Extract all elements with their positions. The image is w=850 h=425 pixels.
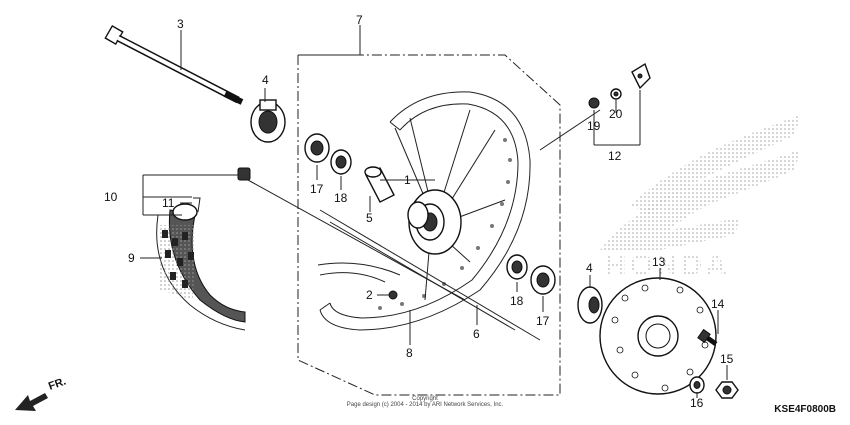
tire bbox=[156, 209, 246, 331]
front-direction-arrow: FR. bbox=[15, 375, 68, 411]
callout-15: 15 bbox=[720, 352, 734, 366]
dust-seal-right bbox=[530, 265, 556, 295]
axle-nut bbox=[715, 381, 739, 399]
callout-17-right: 17 bbox=[536, 314, 550, 328]
inner-tube bbox=[172, 197, 201, 221]
diagram-code: KSE4F0800B bbox=[774, 404, 836, 415]
bearing-left bbox=[330, 149, 352, 175]
callout-9: 9 bbox=[128, 251, 135, 265]
copyright-line-2: Page design (c) 2004 - 2014 by ARI Netwo… bbox=[346, 402, 504, 408]
speed-sensor-collar bbox=[588, 97, 600, 109]
callout-4-right: 4 bbox=[586, 261, 593, 275]
front-hub bbox=[394, 109, 506, 301]
callout-16: 16 bbox=[690, 396, 704, 410]
callout-3: 3 bbox=[177, 17, 184, 31]
side-collar-right bbox=[577, 286, 603, 324]
copyright-line-1: Copyright bbox=[412, 396, 438, 402]
honda-wing-logo: HONDA bbox=[600, 115, 800, 282]
callout-20: 20 bbox=[609, 107, 623, 121]
bearing-right bbox=[506, 254, 528, 280]
speed-sensor-bracket bbox=[631, 62, 651, 90]
dust-seal-left bbox=[304, 133, 330, 163]
callout-4-left: 4 bbox=[262, 73, 269, 87]
wheel-assembly-bracket bbox=[297, 54, 561, 396]
valve-cap bbox=[237, 167, 251, 181]
direction-label: FR. bbox=[47, 375, 68, 392]
wheel-rim bbox=[317, 91, 531, 331]
callout-18-left: 18 bbox=[334, 191, 348, 205]
callout-17-left: 17 bbox=[310, 182, 324, 196]
brake-disc bbox=[599, 277, 717, 395]
callout-18-right: 18 bbox=[510, 294, 524, 308]
callout-14: 14 bbox=[711, 297, 725, 311]
side-collar-left bbox=[250, 99, 286, 143]
callout-1: 1 bbox=[404, 173, 411, 187]
rim-lock-nut bbox=[388, 290, 398, 300]
axle-shaft bbox=[104, 24, 244, 105]
callout-12: 12 bbox=[608, 149, 622, 163]
callout-13: 13 bbox=[652, 255, 666, 269]
speed-sensor-washer bbox=[610, 88, 622, 100]
copyright-caption: Copyright Page design (c) 2004 - 2014 by… bbox=[330, 396, 520, 408]
callout-19: 19 bbox=[587, 119, 601, 133]
callout-6: 6 bbox=[473, 327, 480, 341]
callout-8: 8 bbox=[406, 346, 413, 360]
callout-2: 2 bbox=[366, 288, 373, 302]
callout-11: 11 bbox=[162, 196, 175, 210]
honda-brand-text: HONDA bbox=[605, 249, 730, 282]
callout-10: 10 bbox=[104, 190, 118, 204]
callout-5: 5 bbox=[366, 211, 373, 225]
callout-7: 7 bbox=[356, 13, 363, 27]
disc-bolt bbox=[697, 328, 718, 347]
disc-washer bbox=[689, 376, 705, 394]
distance-collar bbox=[364, 166, 395, 203]
